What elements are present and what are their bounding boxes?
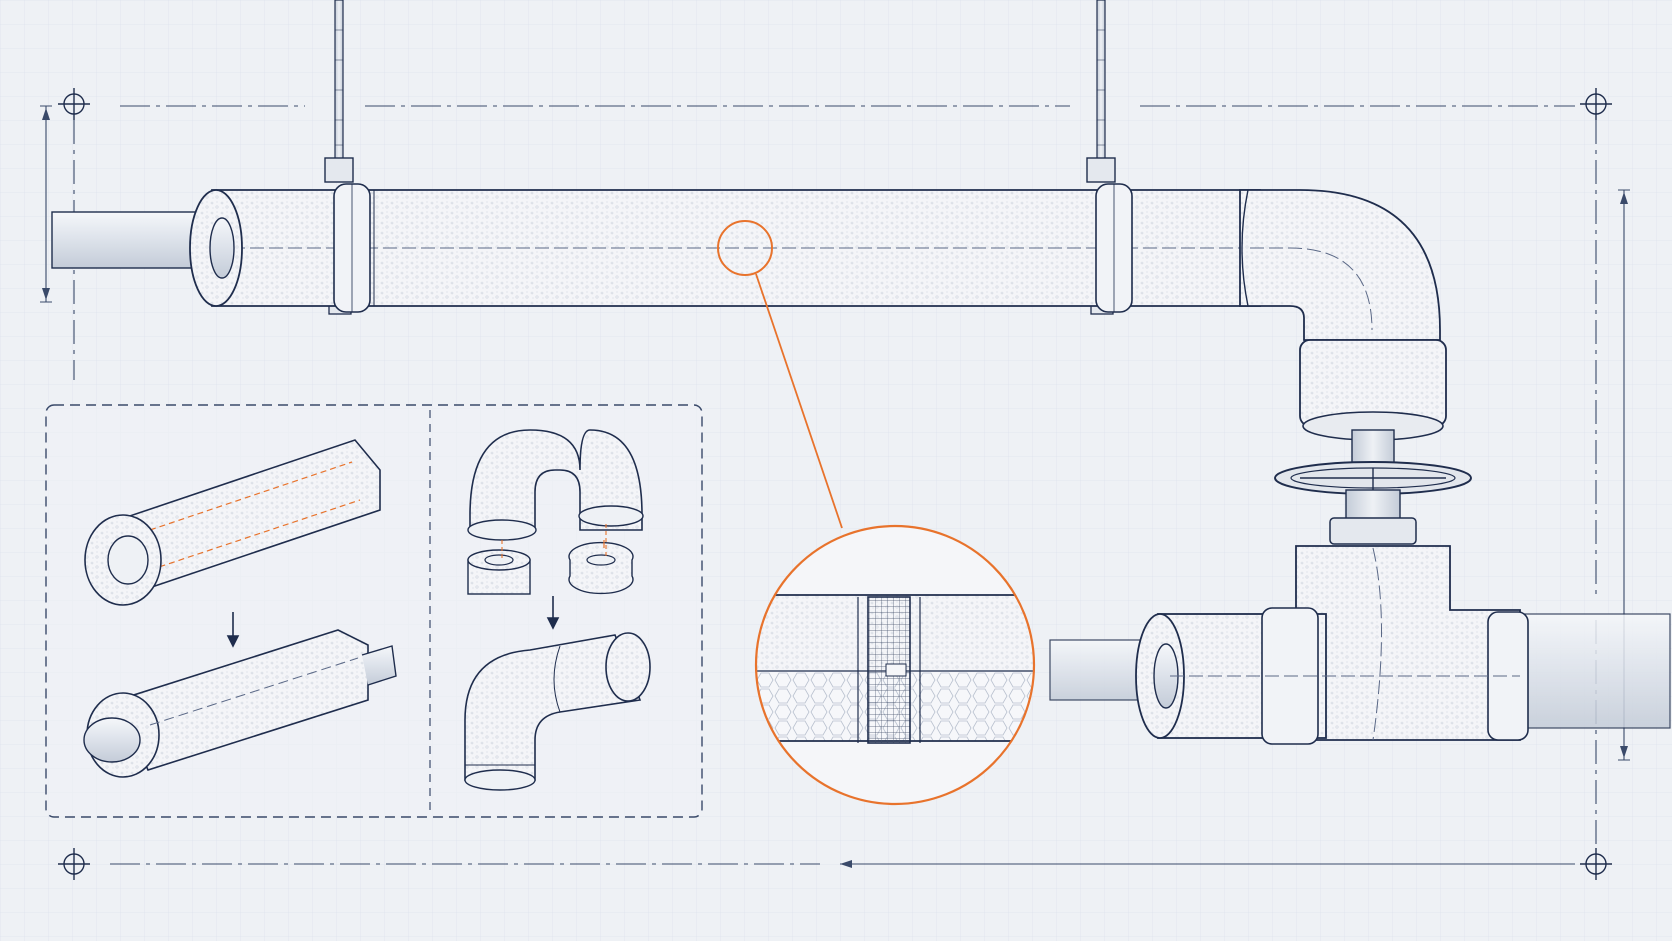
insulated-tee — [1135, 545, 1529, 745]
clamp-band-right — [1095, 183, 1133, 313]
registration-mark-top-right-icon — [1580, 88, 1612, 120]
ninety-degree-elbow-fitting — [464, 632, 651, 791]
detail-callout-marker-icon — [717, 220, 843, 529]
registration-mark-bottom-right-icon — [1580, 848, 1612, 880]
registration-mark-bottom-left-icon — [58, 848, 90, 880]
down-arrow-left-icon — [226, 612, 240, 648]
dimension-arrows — [42, 108, 1628, 868]
registration-mark-top-left-icon — [58, 88, 90, 120]
alignment-dashes — [501, 524, 607, 558]
foam-ring-split-right — [568, 540, 634, 595]
valve-handwheel-icon — [1274, 429, 1472, 545]
clamp-band-left — [333, 183, 371, 313]
down-arrow-right-icon — [546, 596, 560, 630]
split-insulation-tube — [84, 439, 381, 606]
u-bend-fitting — [467, 429, 644, 541]
zoom-detail-seam — [754, 524, 1036, 806]
insulated-elbow — [1239, 189, 1447, 441]
insulated-pipe-assembled — [83, 629, 397, 778]
foam-ring-left — [467, 549, 531, 595]
